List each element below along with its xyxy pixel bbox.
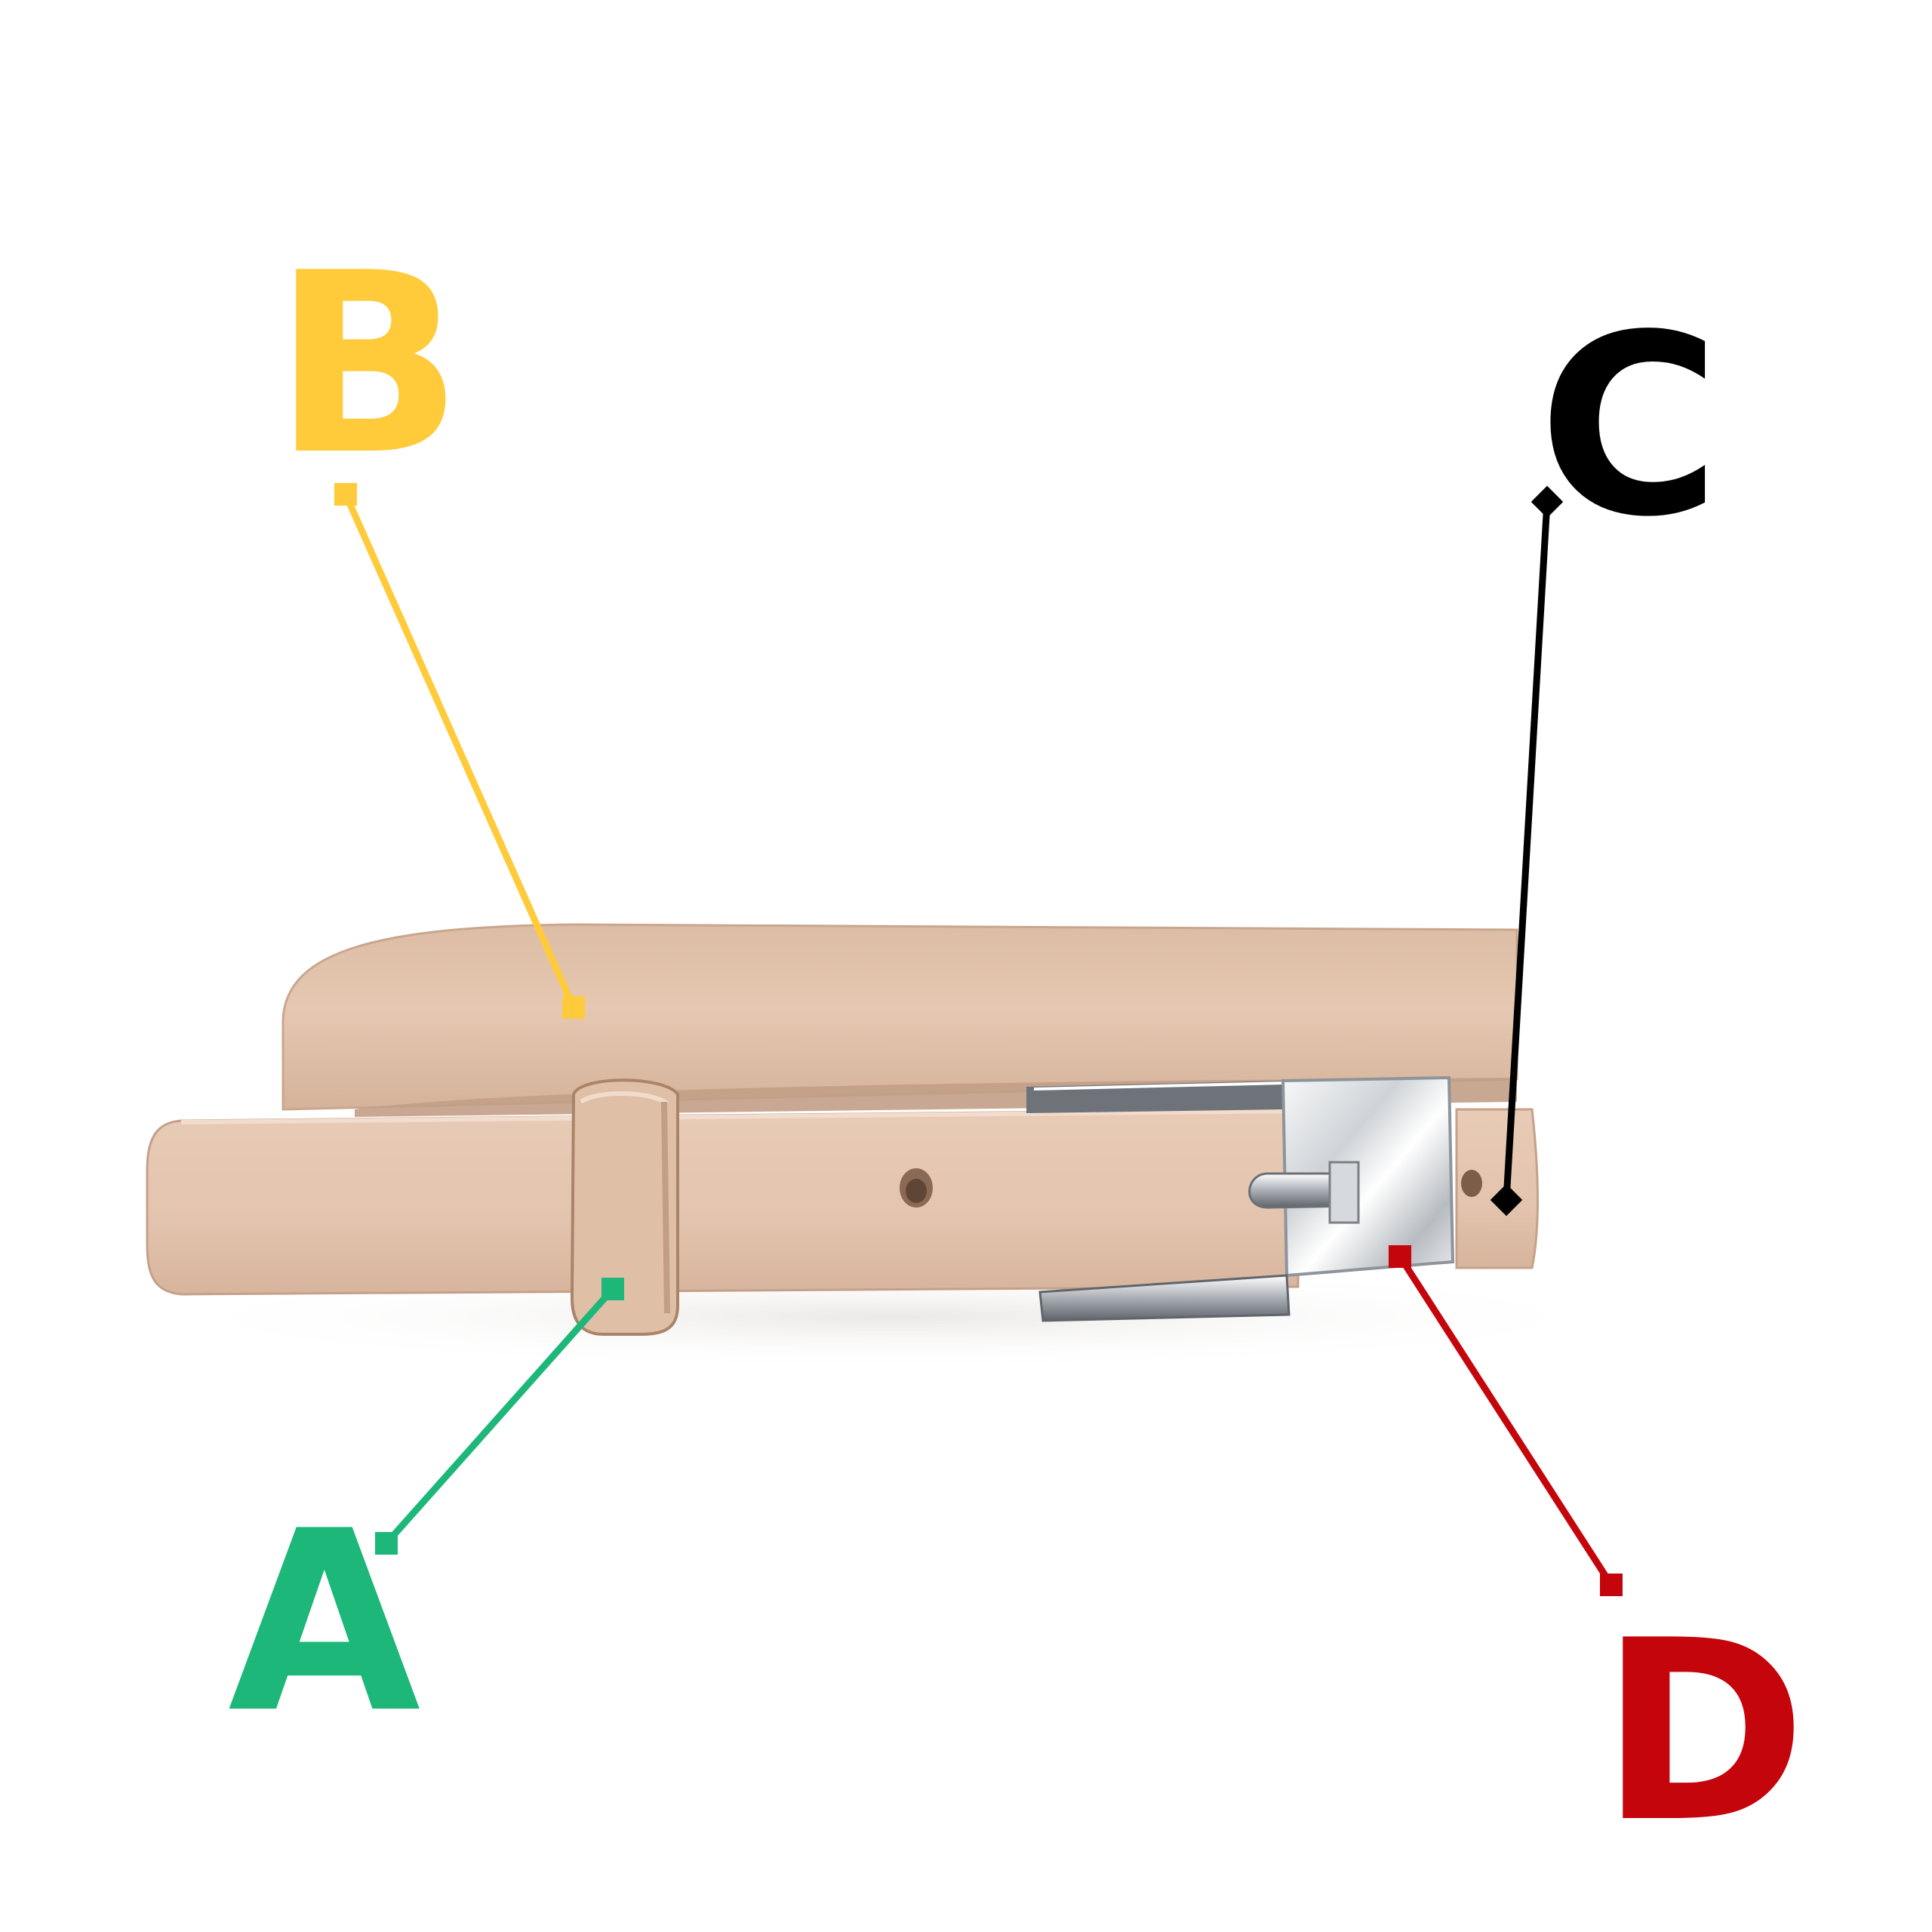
callout-label-a: A: [228, 1478, 421, 1767]
callout-lines: [334, 483, 1623, 1596]
leader-end-b-top: [334, 483, 357, 506]
strap-hole-c: [1461, 1170, 1482, 1197]
leader-end-b-bottom: [562, 996, 585, 1019]
leader-line-b: [342, 493, 577, 1009]
strap-front: [146, 1108, 1300, 1296]
callout-label-c: C: [1538, 281, 1721, 571]
leader-end-a-top: [601, 1278, 624, 1300]
buckle-prong: [1248, 1172, 1352, 1209]
leader-line-c: [1503, 501, 1551, 1201]
leader-line-a: [383, 1287, 616, 1546]
leader-end-d-bottom: [1600, 1574, 1623, 1596]
buckle: [1026, 1075, 1455, 1322]
strap-front-edge: [180, 1109, 1299, 1124]
callout-label-b: B: [273, 220, 463, 509]
callout-label-d: D: [1600, 1587, 1807, 1877]
strap-right-end: [1455, 1108, 1539, 1269]
leader-end-a-bottom: [375, 1532, 398, 1555]
leader-end-c-bottom: [1490, 1183, 1523, 1217]
buckle-plate: [1281, 1075, 1455, 1278]
leader-end-d-top: [1389, 1245, 1411, 1268]
leader-line-d: [1397, 1254, 1614, 1587]
strap-back: [281, 923, 1518, 1111]
